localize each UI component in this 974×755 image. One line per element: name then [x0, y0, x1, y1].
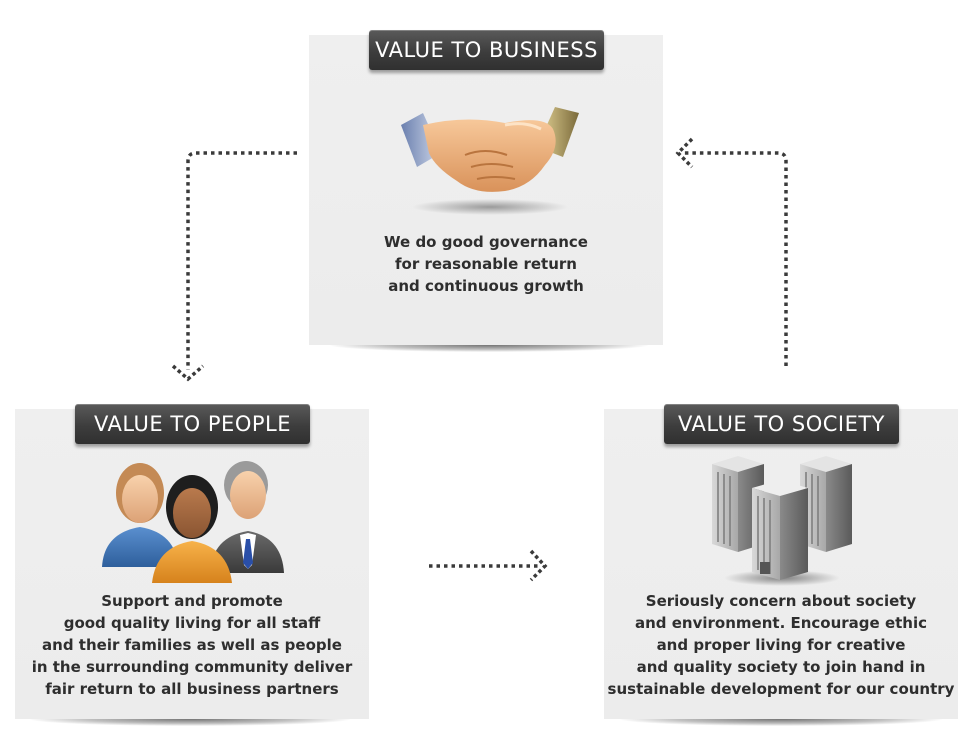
society-description: Seriously concern about society and envi… — [607, 592, 955, 698]
arrow-society-to-business — [684, 151, 788, 366]
business-title-badge: VALUE TO BUSINESS — [369, 30, 604, 70]
people-title-badge: VALUE TO PEOPLE — [75, 404, 310, 444]
buildings-icon — [712, 456, 852, 586]
people-group-icon — [102, 461, 284, 583]
arrowhead-left — [675, 137, 694, 169]
business-description: We do good governance for reasonable ret… — [384, 233, 588, 295]
arrowhead-right — [529, 549, 548, 582]
arrow-business-to-people — [186, 151, 297, 370]
society-title-badge: VALUE TO SOCIETY — [664, 404, 899, 444]
handshake-icon — [401, 107, 579, 215]
people-description: Support and promote good quality living … — [31, 592, 353, 698]
arrowhead-down — [171, 364, 205, 382]
